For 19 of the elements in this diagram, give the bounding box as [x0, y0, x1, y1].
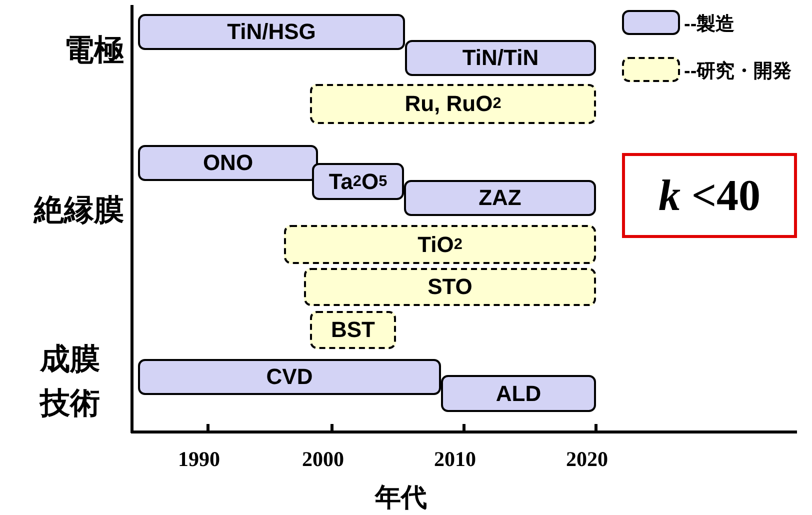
timeline-bar: TiN/HSG [138, 14, 405, 50]
axis-title: 年代 [375, 481, 427, 514]
timeline-bar: CVD [138, 359, 441, 395]
timeline-bar: TiN/TiN [405, 40, 596, 76]
timeline-bar: ONO [138, 145, 318, 181]
timeline-bar: STO [304, 268, 596, 306]
tick-label: 2020 [566, 447, 608, 472]
note-box: k <40 [622, 153, 797, 238]
timeline-bar: BST [310, 311, 396, 349]
tick-label: 1990 [178, 447, 220, 472]
timeline-bar: ZAZ [404, 180, 596, 216]
row-label: 絶縁膜 [32, 193, 124, 229]
row-label: 成膜技術 [40, 342, 101, 422]
tick-label: 2000 [302, 447, 344, 472]
legend-label: --製造 [684, 13, 735, 37]
timeline-bar: ALD [441, 375, 596, 412]
legend-label: --研究・開発 [684, 60, 792, 84]
tick-label: 2010 [434, 447, 476, 472]
row-label: 電極 [63, 33, 124, 69]
